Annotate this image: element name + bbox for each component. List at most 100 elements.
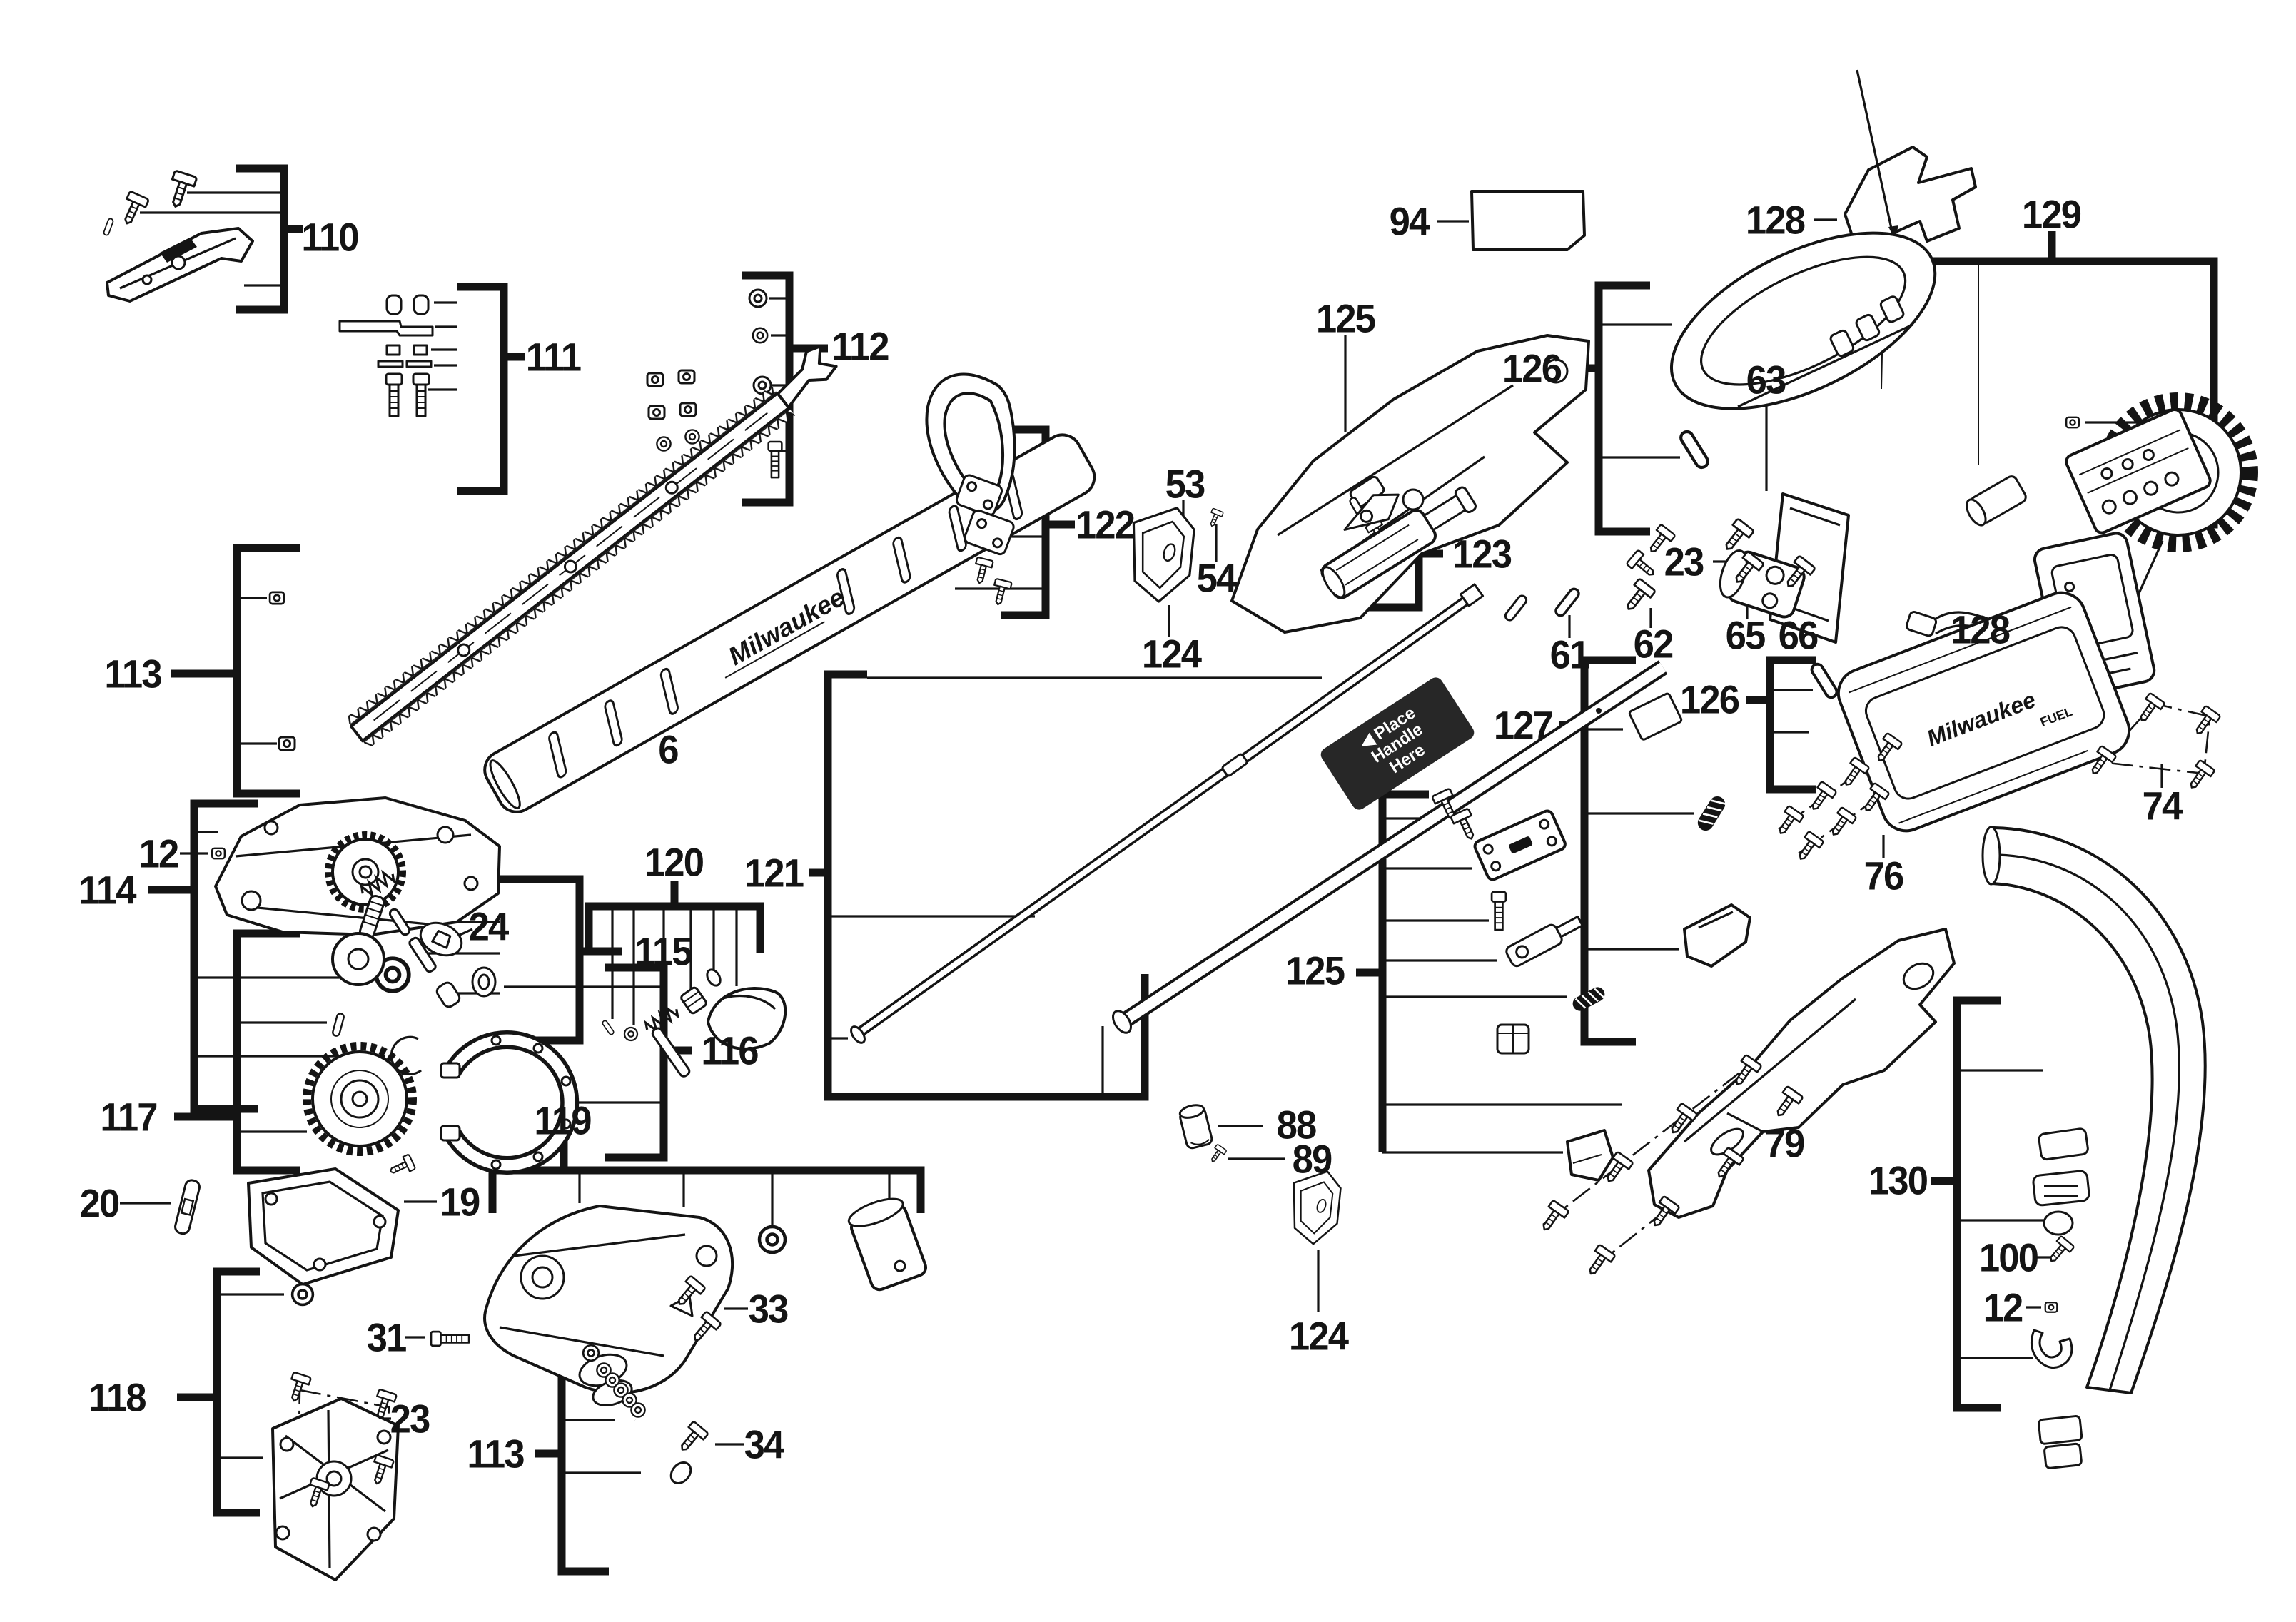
screw bbox=[1449, 807, 1482, 844]
screw-23 bbox=[1717, 517, 1756, 557]
part-group-118 bbox=[271, 1274, 722, 1581]
screw bbox=[116, 190, 151, 229]
washer bbox=[656, 436, 672, 452]
coupler-cup bbox=[847, 1197, 927, 1292]
nut-12 bbox=[2044, 1302, 2058, 1313]
part-group-113-lower bbox=[582, 1344, 692, 1484]
motor-assembly-129 bbox=[1906, 261, 2258, 656]
part-label-113-lower: 113 bbox=[467, 1431, 525, 1476]
part-label-61: 61 bbox=[1549, 632, 1591, 677]
pin bbox=[1679, 430, 1710, 470]
bolt-31 bbox=[430, 1330, 470, 1347]
part-label-23-right: 23 bbox=[1664, 539, 1705, 584]
part-group-115 bbox=[358, 867, 461, 1008]
strap-hook bbox=[2030, 1329, 2073, 1369]
lock-lever bbox=[1683, 903, 1751, 968]
screw bbox=[1792, 830, 1825, 866]
part-label-126-mid: 126 bbox=[1679, 676, 1740, 722]
drive-shaft-tube bbox=[850, 583, 1485, 1044]
nut bbox=[647, 405, 666, 420]
pump-assembly-123 bbox=[1320, 486, 1477, 599]
part-label-88: 88 bbox=[1276, 1102, 1318, 1147]
leaders-120-119 bbox=[578, 906, 891, 1229]
spring bbox=[1694, 792, 1729, 835]
part-label-111: 111 bbox=[525, 334, 582, 380]
part-label-34: 34 bbox=[744, 1421, 785, 1467]
washer bbox=[684, 429, 700, 445]
bracket-120 bbox=[585, 881, 764, 953]
bracket-130 bbox=[1931, 996, 2001, 1412]
part-label-130: 130 bbox=[1868, 1157, 1928, 1203]
leaders-121 bbox=[828, 676, 1322, 1097]
bolt bbox=[385, 372, 403, 417]
part-label-124-top: 124 bbox=[1141, 631, 1202, 676]
part-label-89: 89 bbox=[1292, 1136, 1333, 1182]
screw-100 bbox=[2043, 1235, 2075, 1267]
part-group-120 bbox=[601, 968, 787, 1078]
shoulder-strap-130 bbox=[1981, 826, 2207, 1469]
end-cap bbox=[1496, 1023, 1530, 1055]
screw bbox=[1625, 549, 1660, 583]
part-label-12-bottom: 12 bbox=[1983, 1284, 2024, 1330]
part-label-20: 20 bbox=[79, 1180, 121, 1226]
part-label-125-top: 125 bbox=[1315, 295, 1376, 341]
bracket-110 bbox=[236, 164, 303, 314]
bolt bbox=[1490, 891, 1507, 931]
loop-handle-122 bbox=[925, 372, 1016, 607]
washer bbox=[630, 1402, 646, 1418]
strap-buckles bbox=[2030, 1127, 2090, 1469]
bracket-117 bbox=[174, 929, 300, 1175]
screw bbox=[386, 1153, 417, 1180]
pin bbox=[1808, 660, 1841, 701]
part-group-117 bbox=[303, 894, 417, 1156]
part-label-113-upper: 113 bbox=[104, 651, 162, 696]
part-label-12-upper: 12 bbox=[138, 831, 180, 876]
trigger-grip bbox=[707, 987, 787, 1050]
part-label-128-top: 128 bbox=[1745, 197, 1806, 243]
part-label-116: 116 bbox=[701, 1028, 759, 1073]
trimmer-blade-assembly bbox=[345, 345, 838, 749]
nut bbox=[646, 372, 664, 387]
leaders-110-111-112 bbox=[140, 191, 789, 452]
pin bbox=[601, 1019, 615, 1036]
bracket-126-top bbox=[1576, 281, 1650, 536]
part-label-74: 74 bbox=[2142, 783, 2183, 828]
part-label-129: 129 bbox=[2021, 191, 2082, 237]
part-group-116 bbox=[386, 966, 580, 1180]
battery-adapter-126-mid: Milwaukee FUEL bbox=[1808, 591, 2131, 833]
screw bbox=[284, 1371, 313, 1405]
bracket-114 bbox=[148, 799, 258, 1113]
switch-pcb bbox=[2065, 408, 2212, 534]
washer bbox=[759, 1227, 785, 1252]
bracket-113-upper bbox=[171, 544, 300, 798]
part-label-76: 76 bbox=[1863, 853, 1905, 898]
screw bbox=[970, 556, 994, 586]
wedge-cap bbox=[1566, 1129, 1614, 1182]
outer-shaft-tube bbox=[1112, 660, 1668, 1034]
mount-guard-124-top bbox=[1132, 507, 1195, 603]
fan-cover-126-top bbox=[1669, 231, 1937, 410]
screw bbox=[2189, 704, 2222, 740]
screw bbox=[988, 577, 1013, 607]
part-drawings: Milwaukee bbox=[102, 69, 2258, 1581]
nut bbox=[679, 402, 697, 417]
blank-label-94 bbox=[1470, 190, 1586, 251]
guide-bar-111 bbox=[338, 320, 434, 337]
part-group-110 bbox=[102, 169, 254, 303]
screw bbox=[163, 169, 198, 211]
gearbox-housing-114 bbox=[214, 796, 501, 1075]
guide-74 bbox=[2099, 702, 2211, 775]
spring bbox=[1569, 983, 1609, 1015]
part-label-112: 112 bbox=[831, 323, 889, 369]
washer-24 bbox=[419, 921, 463, 957]
part-label-119: 119 bbox=[534, 1098, 592, 1143]
nut bbox=[2065, 416, 2080, 429]
part-label-123: 123 bbox=[1452, 531, 1512, 577]
part-label-127: 127 bbox=[1493, 702, 1554, 748]
screw bbox=[1825, 806, 1858, 841]
set-screw-54 bbox=[1205, 507, 1225, 529]
part-group-127 bbox=[1628, 692, 1751, 968]
part-label-110: 110 bbox=[301, 214, 359, 260]
